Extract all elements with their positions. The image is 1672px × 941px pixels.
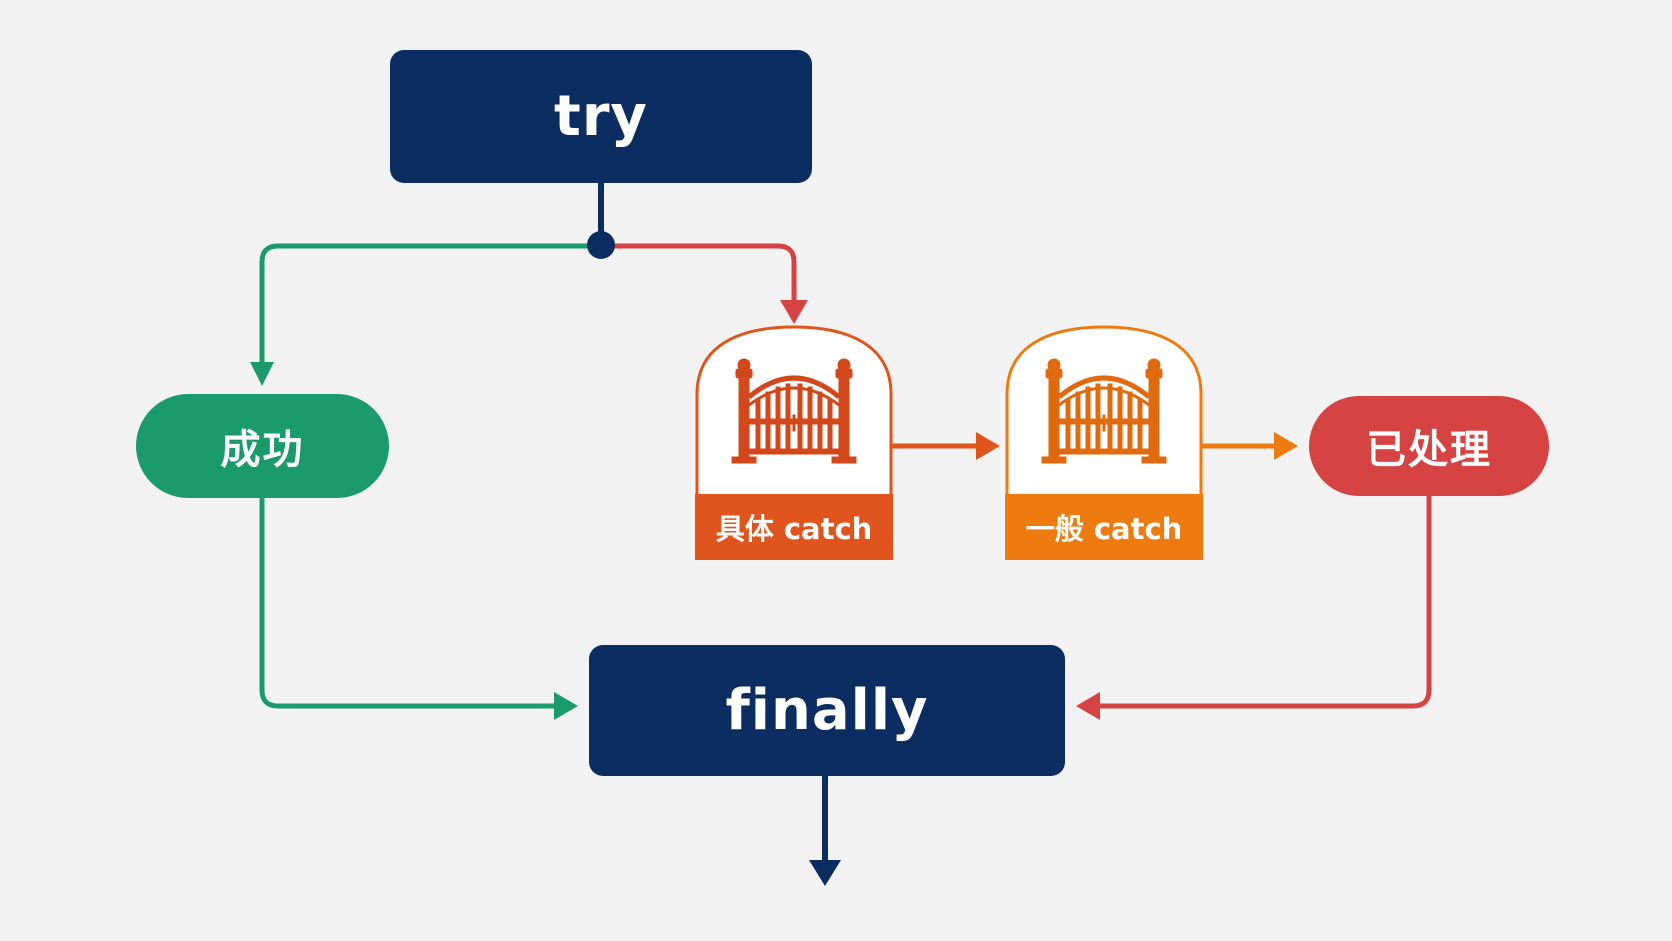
specific-catch-label: 具体 catch [715,512,873,546]
try-box [390,50,812,183]
success-pill [136,394,389,498]
arrowhead-exit [809,860,841,886]
arrowhead-to-specific-catch [780,300,808,324]
general-catch-label: 一般 catch [1025,512,1183,546]
junction-dot [587,231,615,259]
success-label: 成功 [220,427,305,473]
arrowhead-to-success [250,362,274,386]
finally-label: finally [725,678,929,743]
handled-pill [1309,396,1549,496]
finally-box [589,645,1065,776]
handled-label: 已处理 [1366,427,1492,473]
arrowhead-to-finally-right [1076,692,1100,720]
arrowhead-to-general-catch [976,432,1000,460]
connector-success-branch [259,243,601,368]
connector-handled-finally [1098,496,1432,709]
arrowhead-to-finally-left [554,692,578,720]
arrowhead-to-handled [1274,432,1298,460]
connector-success-finally [259,498,560,709]
connector-error-branch [601,243,797,302]
try-label: try [554,84,648,149]
